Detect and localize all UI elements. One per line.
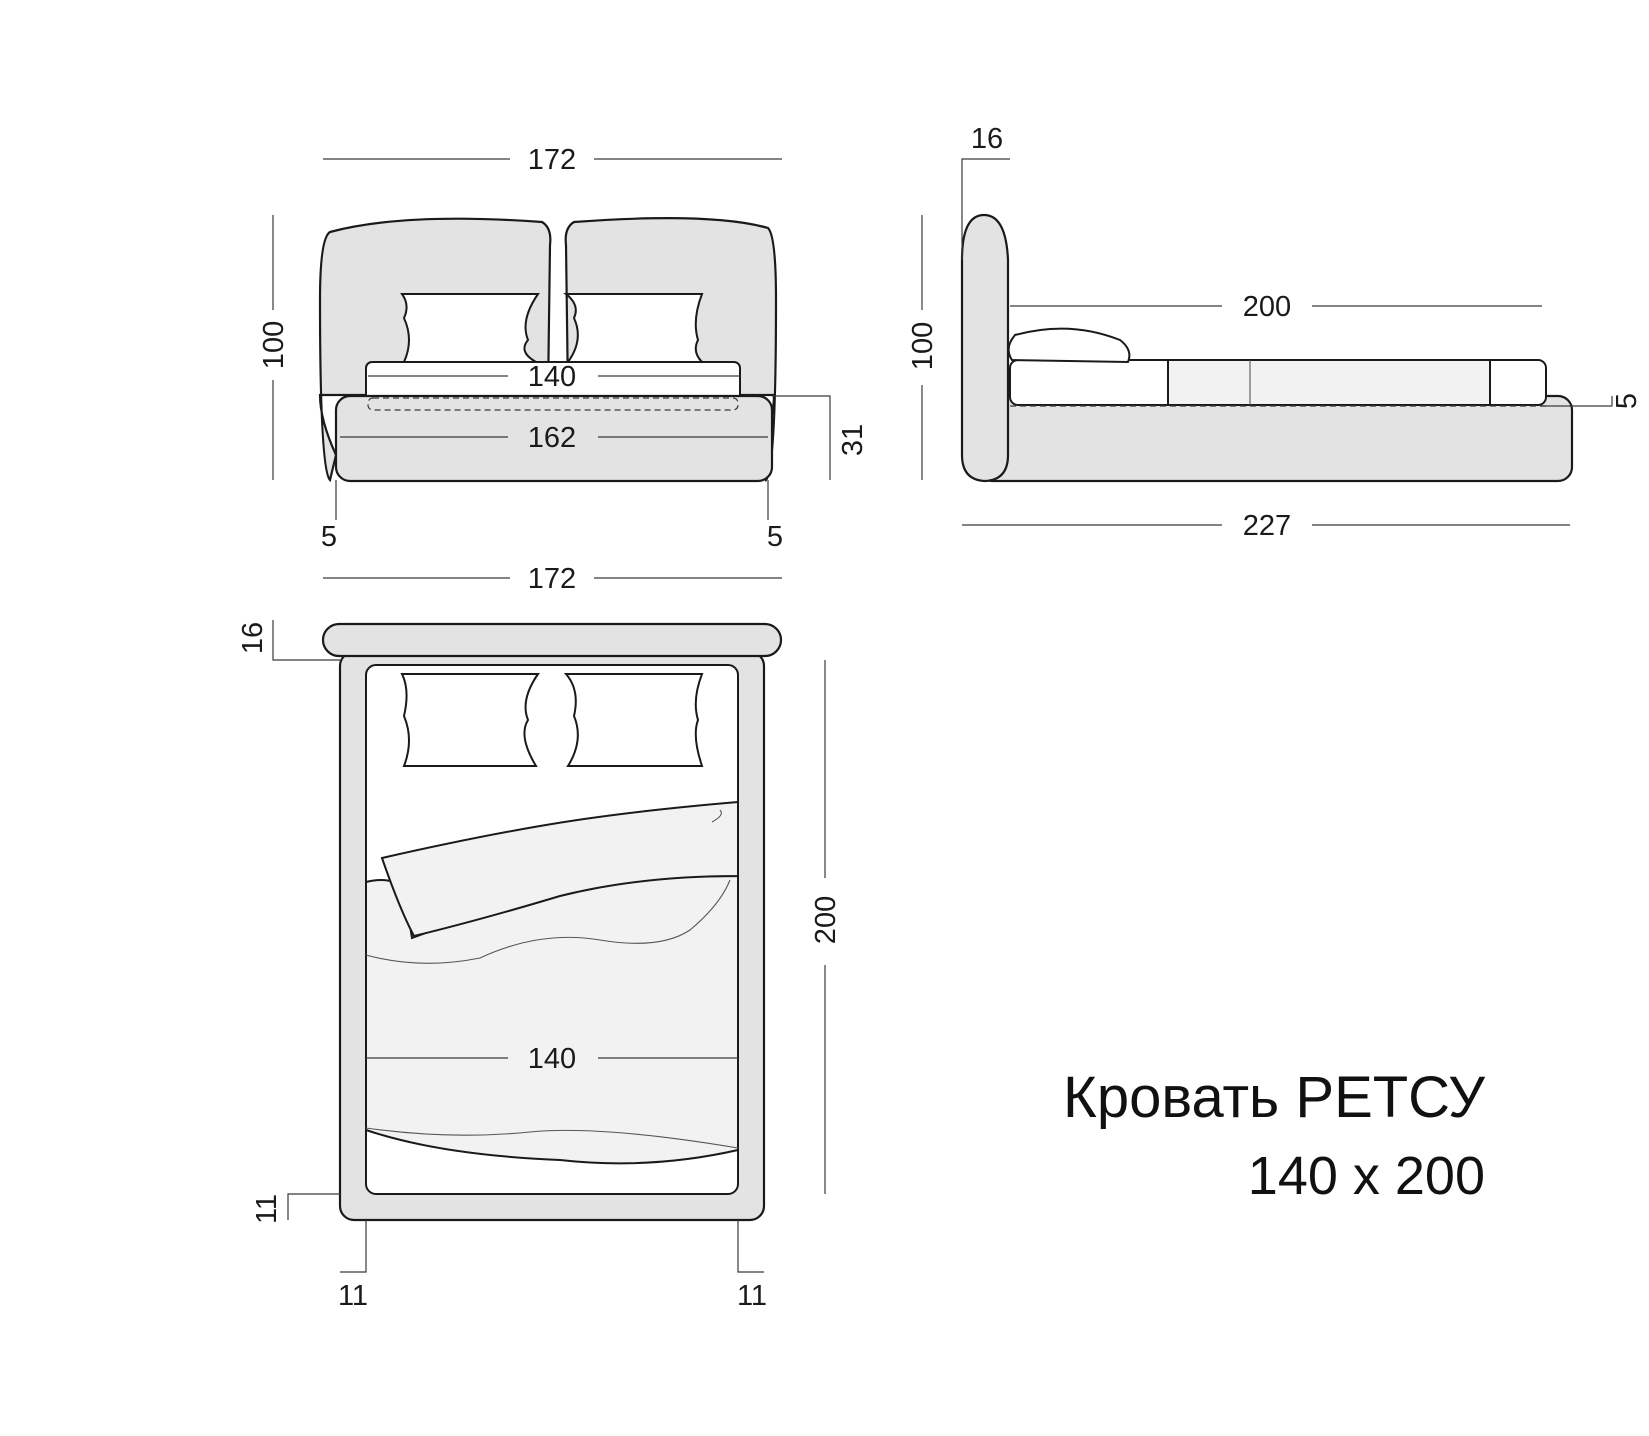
- top-width-label: 172: [528, 563, 576, 595]
- side-dimensions: 16 100 200 5 227: [907, 123, 1643, 542]
- front-side-right-label: 5: [767, 521, 783, 553]
- side-base-offset-label: 5: [1611, 393, 1643, 409]
- front-base-width-label: 162: [528, 422, 576, 454]
- front-height-label: 100: [258, 321, 290, 369]
- base-front: [334, 394, 774, 483]
- pillow-left: [400, 293, 540, 363]
- pillow-right: [563, 293, 705, 363]
- top-view: [321, 622, 783, 1222]
- front-mattress-width-label: 140: [528, 361, 576, 393]
- pillow-side: [1007, 327, 1131, 364]
- top-frame-left-label: 11: [338, 1280, 368, 1312]
- side-height-label: 100: [907, 322, 939, 370]
- top-mattress-width-label: 140: [528, 1043, 576, 1075]
- duvet-fold: [380, 800, 739, 938]
- base-side: [976, 394, 1574, 483]
- top-headboard-depth-label: 16: [237, 622, 269, 654]
- mattress-outline-dashed: [367, 397, 739, 411]
- front-view: [318, 217, 778, 483]
- side-total-length-label: 227: [1243, 510, 1291, 542]
- top-frame-right-label: 11: [737, 1280, 767, 1312]
- product-title: Кровать РЕТСУ: [1063, 1065, 1485, 1130]
- headboard-top: [321, 622, 783, 658]
- pillow-top-left: [400, 673, 540, 767]
- title-block: Кровать РЕТСУ 140 x 200: [1063, 1060, 1485, 1216]
- headboard-side: [960, 213, 1010, 483]
- top-dimensions: 172 16 200 140 11 11 11: [237, 563, 842, 1312]
- front-width-label: 172: [528, 144, 576, 176]
- side-mattress-length-label: 200: [1243, 291, 1291, 323]
- blanket-side: [1167, 359, 1491, 406]
- side-view: [960, 213, 1574, 483]
- side-headboard-depth-label: 16: [971, 123, 1003, 155]
- top-frame-bottom-label: 11: [251, 1194, 283, 1224]
- front-side-left-label: 5: [321, 521, 337, 553]
- pillow-top-right: [563, 673, 704, 767]
- front-dimensions: 172 100 140 162 31 5 5: [258, 144, 869, 553]
- top-length-label: 200: [810, 896, 842, 944]
- front-base-height-label: 31: [837, 424, 869, 456]
- product-size: 140 x 200: [1247, 1146, 1485, 1206]
